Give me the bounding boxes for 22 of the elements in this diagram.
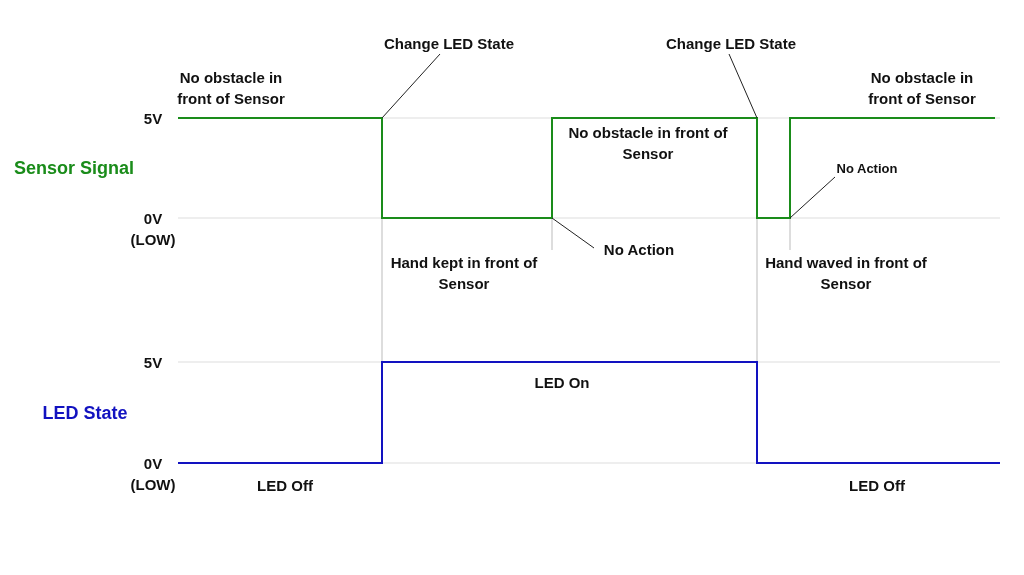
annotation-text: Change LED State	[666, 32, 796, 54]
axis-tick-label: 0V (LOW)	[129, 454, 177, 495]
leader-line	[789, 176, 836, 219]
leader-line	[381, 53, 441, 119]
axis-tick-label: 0V (LOW)	[129, 209, 177, 250]
annotation-text: LED Off	[849, 475, 905, 496]
annotation-text: No obstacle in front of Sensor	[867, 68, 977, 109]
annotation-text: No Action	[603, 238, 675, 260]
annotation-text: No Action	[836, 157, 898, 179]
signal-title: LED State	[42, 402, 128, 424]
axis-tick-label: 5V	[143, 352, 163, 373]
axis-tick-label: 5V	[143, 108, 163, 129]
annotation-text: No obstacle in front of Sensor	[176, 68, 286, 109]
annotation-text: Hand waved in front of Sensor	[764, 253, 928, 294]
leader-line	[728, 53, 758, 119]
annotation-text: No obstacle in front of Sensor	[567, 123, 729, 164]
annotation-text: LED Off	[257, 475, 313, 496]
annotation-text: LED On	[534, 372, 590, 393]
leader-line	[551, 217, 595, 249]
annotation-text: Change LED State	[384, 32, 514, 54]
signal-title: Sensor Signal	[14, 157, 134, 179]
annotation-text: Hand kept in front of Sensor	[389, 253, 539, 294]
